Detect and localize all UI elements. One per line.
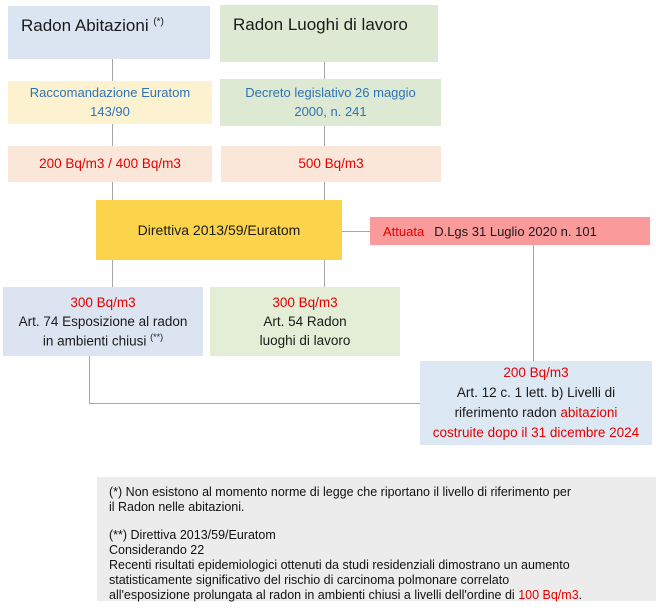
box-raccomandazione-euratom: Raccomandazione Euratom 143/90	[8, 81, 212, 124]
radon-lavoro-title: Radon Luoghi di lavoro	[233, 15, 408, 34]
footnote-spacer	[109, 515, 648, 528]
art54-line1: Art. 54 Radon	[263, 313, 347, 329]
footnote2-line1: (**) Direttiva 2013/59/Euratom	[109, 528, 276, 542]
box-limite-abitazioni: 200 Bq/m3 / 400 Bq/m3	[8, 146, 212, 182]
art12-line3: costruite dopo il 31 dicembre 2024	[432, 425, 640, 441]
art74-line2-text: in ambienti chiusi	[42, 333, 151, 349]
attuata-text: D.Lgs 31 Luglio 2020 n. 101	[434, 223, 597, 239]
box-art54: 300 Bq/m3 Art. 54 Radon luoghi di lavoro	[210, 287, 400, 356]
footnotes-panel: (*) Non esistono al momento norme di leg…	[97, 477, 656, 603]
box-art74: 300 Bq/m3 Art. 74 Esposizione al radon i…	[3, 287, 203, 356]
radon-abitazioni-footnote-marker: (*)	[153, 16, 164, 28]
connector-lavoro-decreto	[324, 62, 325, 79]
art12-line2-red: abitazioni	[560, 405, 618, 420]
footnote1-line1: (*) Non esistono al momento norme di leg…	[109, 485, 572, 499]
footnote2-line2: Considerando 22	[109, 543, 205, 557]
box-direttiva: Direttiva 2013/59/Euratom	[96, 200, 342, 260]
box-decreto-legislativo: Decreto legislativo 26 maggio 2000, n. 2…	[220, 79, 441, 126]
box-attuata: Attuata D.Lgs 31 Luglio 2020 n. 101	[370, 217, 650, 245]
art12-line2-black: riferimento radon	[454, 405, 561, 420]
connector-art74-down	[89, 356, 90, 403]
footnote1-line2: il Radon nelle abitazioni.	[109, 500, 245, 514]
radon-abitazioni-title: Radon Abitazioni	[21, 16, 149, 35]
footnote2-line5-black: all'esposizione prolungata al radon in a…	[109, 588, 519, 602]
art54-value: 300 Bq/m3	[272, 294, 338, 310]
raccomandazione-line2: 143/90	[90, 103, 130, 119]
connector-direttiva-art74	[112, 260, 113, 287]
footnote2-line5-red: 100 Bq/m3	[518, 588, 579, 602]
art74-value: 300 Bq/m3	[70, 294, 136, 310]
footnote2-line5-end: .	[578, 588, 583, 602]
art12-value: 200 Bq/m3	[503, 364, 569, 380]
footnote2-line4: statisticamente significativo del rischi…	[109, 573, 510, 587]
art54-line2: luoghi di lavoro	[259, 333, 351, 349]
box-radon-abitazioni: Radon Abitazioni (*)	[8, 6, 210, 59]
connector-direttiva-art54	[324, 260, 325, 287]
footnote2-line5: all'esposizione prolungata al radon in a…	[109, 588, 648, 603]
connector-art74-art12	[89, 403, 420, 404]
footnote2-line3: Recenti risultati epidemiologici ottenut…	[109, 558, 570, 572]
art12-line1: Art. 12 c. 1 lett. b) Livelli di	[456, 384, 616, 400]
art74-line2: in ambienti chiusi (**)	[43, 331, 163, 351]
decreto-line2: 2000, n. 241	[294, 103, 367, 119]
connector-decreto-limite	[324, 126, 325, 146]
connector-direttiva-attuata	[342, 231, 370, 232]
connector-abitazioni-raccomandazione	[112, 59, 113, 81]
raccomandazione-line1: Raccomandazione Euratom	[29, 84, 191, 100]
limite-lavoro-value: 500 Bq/m3	[298, 156, 364, 172]
direttiva-title: Direttiva 2013/59/Euratom	[137, 221, 301, 238]
attuata-label: Attuata	[383, 223, 425, 239]
connector-limite-direttiva-right	[324, 182, 325, 200]
art74-line1: Art. 74 Esposizione al radon	[18, 313, 188, 329]
art12-line2: riferimento radon abitazioni	[455, 403, 618, 423]
decreto-line1: Decreto legislativo 26 maggio	[245, 84, 416, 100]
box-art12: 200 Bq/m3 Art. 12 c. 1 lett. b) Livelli …	[420, 361, 652, 445]
connector-raccomandazione-limite	[112, 124, 113, 146]
connector-attuata-art12	[533, 245, 534, 361]
box-radon-lavoro: Radon Luoghi di lavoro	[220, 5, 438, 62]
limite-abitazioni-value: 200 Bq/m3 / 400 Bq/m3	[39, 156, 181, 172]
art74-footnote-marker: (**)	[150, 331, 164, 342]
box-limite-lavoro: 500 Bq/m3	[221, 146, 441, 182]
connector-limite-direttiva-left	[112, 182, 113, 200]
